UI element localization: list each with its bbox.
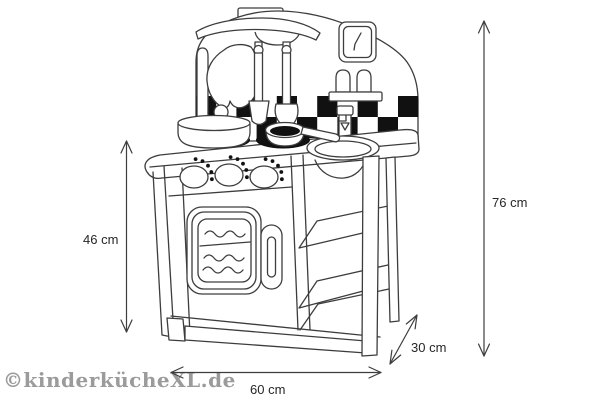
dimension-arrow-depth: [389, 314, 418, 365]
control-knob-3: [249, 157, 284, 189]
cooking-pot: [177, 104, 251, 149]
control-knob-1: [179, 157, 214, 189]
dimension-label-cabinet-height: 46 cm: [83, 232, 118, 247]
wall-clock-icon: [338, 21, 377, 63]
dimension-arrow-cabinet-height: [120, 140, 133, 333]
dimension-label-total-height: 76 cm: [492, 195, 527, 210]
spice-shakers: [328, 69, 383, 102]
base-rail: [166, 317, 367, 354]
control-knob-2: [214, 155, 249, 187]
utensil-turner: [248, 41, 270, 126]
frying-pan: [264, 121, 341, 147]
side-shelves: [298, 155, 400, 357]
oven-door: [186, 206, 262, 295]
cabinet-frame: [152, 154, 381, 338]
utensil-spatula: [274, 41, 299, 127]
dimension-arrow-width: [170, 366, 382, 379]
oven-door-handle: [260, 224, 283, 290]
dimension-arrow-total-height: [477, 20, 491, 357]
sink: [306, 135, 380, 179]
dimension-label-width: 60 cm: [250, 382, 285, 397]
dimension-label-depth: 30 cm: [411, 340, 446, 355]
